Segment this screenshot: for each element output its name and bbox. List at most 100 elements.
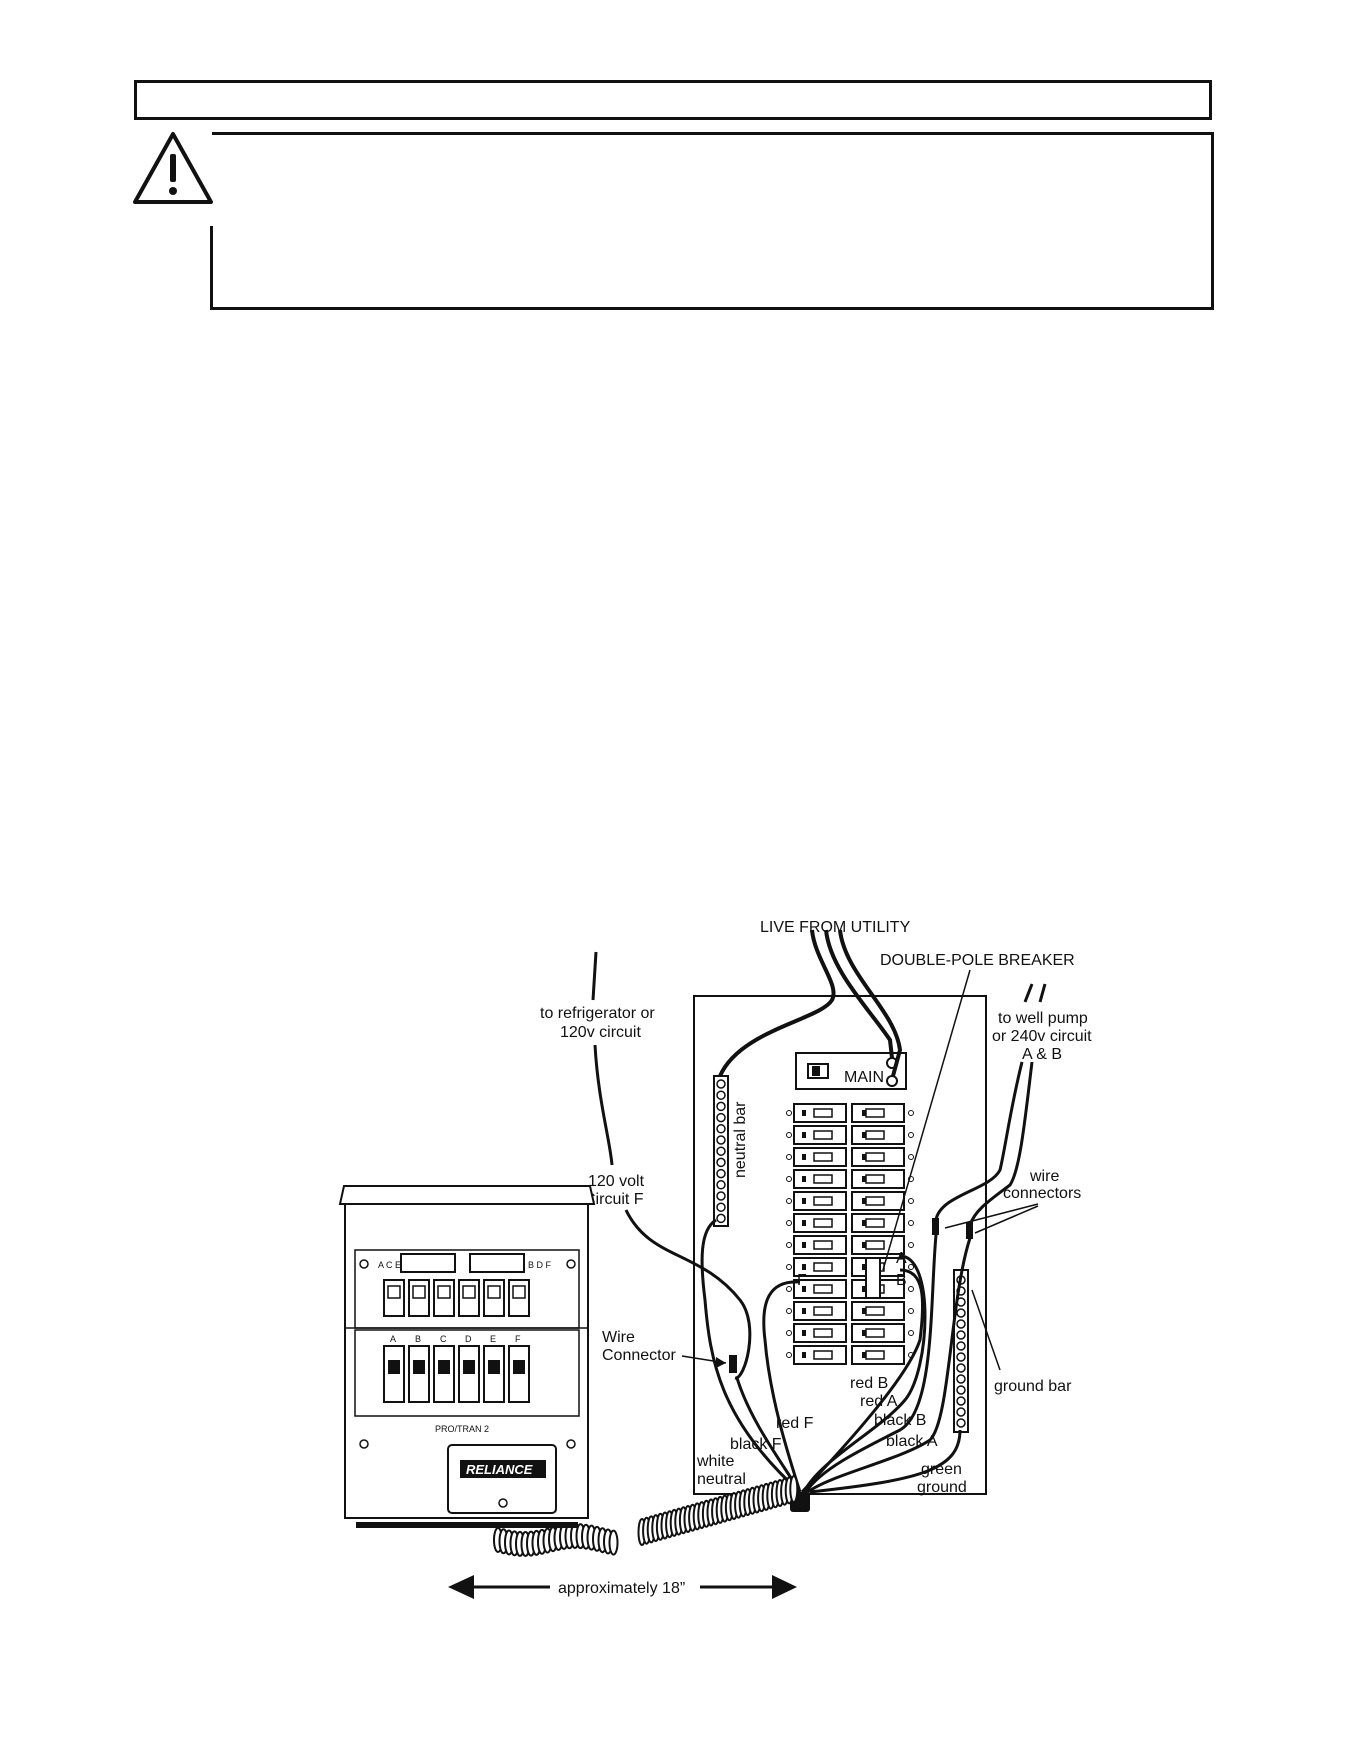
well-pump-label-3: A & B (1022, 1046, 1062, 1063)
breaker-tab (802, 1154, 806, 1160)
warning-box-left-edge (210, 226, 213, 310)
breaker-screw (908, 1110, 914, 1116)
white-neutral-label-1: white (696, 1453, 734, 1470)
circuit-f-label-1: 120 volt (588, 1173, 645, 1190)
breaker-handle (813, 1306, 833, 1316)
breaker-tab (862, 1220, 866, 1226)
breaker-handle (813, 1262, 833, 1272)
red-f-label: red F (776, 1415, 814, 1432)
ground-bar-hole (956, 1352, 966, 1362)
neutral-bar-hole (716, 1079, 726, 1089)
red-b-label: red B (850, 1375, 888, 1392)
ground-bar-hole (956, 1319, 966, 1329)
neutral-bar-hole (716, 1101, 726, 1112)
neutral-bar-hole (716, 1157, 726, 1168)
green-ground-label-2: ground (917, 1479, 967, 1496)
breaker-tab (802, 1286, 806, 1292)
conduit-coil (608, 1529, 619, 1556)
breaker-screw (786, 1352, 792, 1358)
breaker-tab (802, 1110, 806, 1116)
breaker-screw (908, 1198, 914, 1204)
rocker-face (387, 1285, 401, 1299)
white-neutral-label-2: neutral (697, 1471, 746, 1488)
circuit-breaker-handle (488, 1360, 500, 1374)
wire-connectors-label-1: wire (1029, 1168, 1059, 1185)
breaker-screw (786, 1198, 792, 1204)
breaker-tab (862, 1198, 866, 1204)
utility-wire-1 (718, 929, 836, 1077)
warning-box (212, 132, 1214, 310)
rocker-face (437, 1285, 451, 1299)
red-b-wire (800, 1268, 925, 1494)
breaker-tab (862, 1242, 866, 1248)
wire-connector-label-2: Connector (602, 1347, 676, 1364)
breaker-tab (862, 1264, 866, 1270)
switch-letter: F (515, 1334, 521, 1344)
breaker-f-label: F (797, 1272, 807, 1289)
breaker-tab (802, 1176, 806, 1182)
breaker-tab (862, 1352, 866, 1358)
wire-connector-right-1 (932, 1218, 939, 1235)
neutral-bar-hole (716, 1191, 726, 1201)
neutral-bar-hole (716, 1180, 726, 1190)
ground-bar-hole (956, 1374, 966, 1384)
breaker-screw (908, 1132, 914, 1138)
neutral-bar-hole (716, 1146, 726, 1156)
main-label: MAIN (844, 1069, 884, 1086)
wire-connector-right-2 (966, 1222, 973, 1239)
arrow-right-head (772, 1575, 797, 1599)
breaker-screw (786, 1132, 792, 1138)
flexible-conduit (493, 1475, 799, 1557)
main-panel (693, 995, 987, 1495)
breaker-tab (862, 1132, 866, 1138)
well-pump-label-1: to well pump (998, 1010, 1088, 1027)
breaker-handle (865, 1196, 885, 1206)
neutral-bar-hole (716, 1112, 726, 1123)
double-pole-breaker-label: DOUBLE-POLE BREAKER (880, 952, 1075, 969)
red-f-wire (762, 1280, 802, 1493)
breaker-screw (908, 1154, 914, 1160)
breaker-handle (813, 1130, 833, 1140)
refrigerator-wire (591, 951, 614, 1166)
breaker-tab (862, 1286, 866, 1292)
breaker-handle (813, 1350, 833, 1360)
green-ground-label-1: green (921, 1461, 962, 1478)
breaker-screw (786, 1330, 792, 1336)
red-a-wire (802, 1254, 927, 1493)
breaker-screw (908, 1242, 914, 1248)
breaker-handle (813, 1284, 833, 1294)
circuit-breaker-handle (513, 1360, 525, 1374)
breaker-handle (865, 1174, 885, 1184)
breaker-screw (786, 1110, 792, 1116)
breaker-handle (813, 1108, 833, 1118)
double-pole-tie (865, 1257, 881, 1299)
breaker-handle (865, 1328, 885, 1338)
black-a-label: black A (886, 1433, 938, 1450)
circuit-breaker-handle (388, 1360, 400, 1374)
breaker-screw (786, 1286, 792, 1292)
breaker-tab (802, 1242, 806, 1248)
breaker-handle (813, 1240, 833, 1250)
switch-letter: D (465, 1334, 472, 1344)
ground-bar-hole (956, 1396, 966, 1406)
main-terminal-2 (886, 1075, 898, 1087)
breaker-handle (865, 1152, 885, 1162)
breaker-tab (802, 1308, 806, 1314)
breaker-tab (802, 1352, 806, 1358)
brand-label: RELIANCE (466, 1462, 533, 1477)
live-from-utility-label: LIVE FROM UTILITY (760, 919, 911, 936)
breaker-tab (802, 1264, 806, 1270)
breaker-handle (813, 1196, 833, 1206)
breaker-screw (908, 1220, 914, 1226)
black-f-label: black F (730, 1436, 782, 1453)
circuit-breaker-handle (413, 1360, 425, 1374)
wire-connector-left (729, 1355, 737, 1373)
breaker-screw (786, 1242, 792, 1248)
white-neutral-wire (700, 1218, 802, 1494)
neutral-bar-hole (716, 1135, 726, 1145)
meter-label-right: B D F (528, 1260, 552, 1270)
breaker-tab (802, 1132, 806, 1138)
green-ground-wire (809, 1429, 962, 1494)
